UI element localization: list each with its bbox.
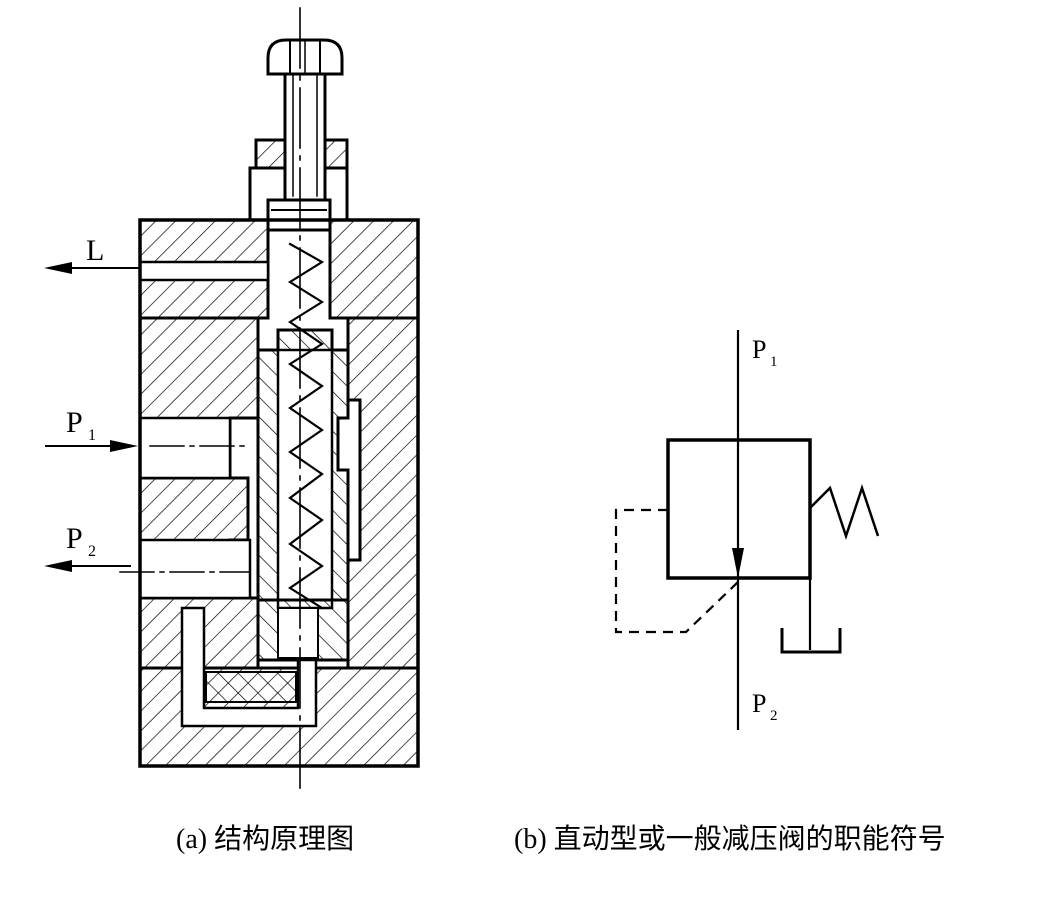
- port-l-label: L: [86, 234, 104, 267]
- caption-b: (b) 直动型或一般减压阀的职能符号: [514, 823, 946, 855]
- pilot-channel: [138, 606, 420, 768]
- caption-a: (a) 结构原理图: [176, 823, 354, 855]
- structure-drawing: [44, 7, 420, 791]
- port-p2-label: P: [66, 522, 83, 555]
- valve-symbol: [614, 330, 880, 730]
- symbol-p1-label: P: [752, 335, 766, 364]
- port-p2-arrow: [44, 560, 251, 573]
- spring-symbol: [809, 484, 880, 540]
- port-p1-subscript: 1: [88, 427, 96, 444]
- symbol-p2-label: P: [752, 689, 766, 718]
- symbol-p2-subscript: 2: [770, 708, 778, 724]
- port-p1-arrow: [45, 440, 251, 452]
- tank-symbol: [780, 628, 842, 654]
- spring: [287, 242, 325, 610]
- flow-arrow: [732, 548, 744, 578]
- valve-spool: [256, 328, 350, 662]
- lock-nut: [248, 138, 349, 222]
- symbol-p1-subscript: 1: [770, 354, 778, 370]
- upper-cover: [138, 198, 420, 320]
- port-p2-subscript: 2: [88, 543, 96, 560]
- port-l-arrow: [44, 262, 141, 274]
- port-p1-label: P: [66, 406, 83, 439]
- pilot-line: [614, 508, 739, 634]
